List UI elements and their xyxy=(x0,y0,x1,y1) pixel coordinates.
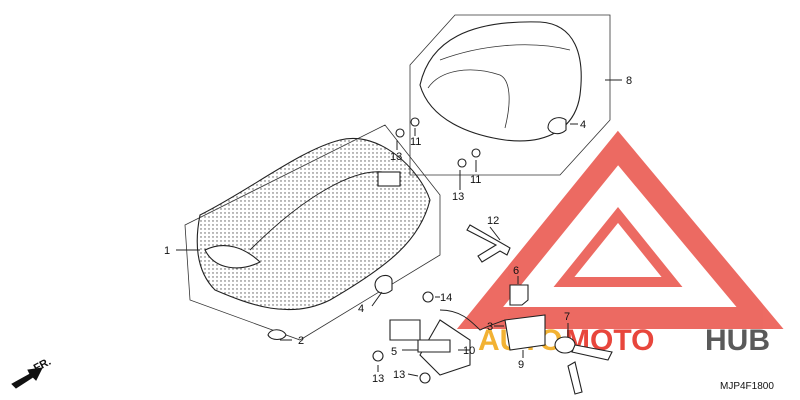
callout-13-left: 13 xyxy=(372,373,384,385)
rear-seat-cowl xyxy=(419,21,582,142)
callout-13-upper: 13 xyxy=(390,151,402,163)
leader-4-seat xyxy=(371,291,383,307)
diagram-code: MJP4F1800 xyxy=(720,381,774,392)
watermark-triangle xyxy=(456,130,784,329)
part-rider-seat xyxy=(184,124,441,341)
callout-4-cowl: 4 xyxy=(580,119,586,131)
cable-3 xyxy=(439,309,506,331)
watermark-text-right: HUB xyxy=(705,324,770,357)
key-blade xyxy=(571,344,613,361)
leader-12 xyxy=(489,226,501,241)
watermark-logo xyxy=(456,130,784,329)
callout-4-seat: 4 xyxy=(358,303,364,315)
lock-plate-9 xyxy=(504,314,546,351)
small-parts xyxy=(372,117,613,395)
callout-11-middle: 11 xyxy=(470,174,481,186)
lock-bracket-6 xyxy=(509,284,529,306)
watermark-inner-triangle xyxy=(553,207,683,287)
catch-bracket xyxy=(389,319,421,341)
bolt-13-lower xyxy=(419,372,431,384)
tool-wrench-12 xyxy=(466,224,511,263)
seat-grab-strap xyxy=(204,245,261,269)
callout-12: 12 xyxy=(487,215,499,227)
callout-13-lower: 13 xyxy=(393,369,405,381)
callout-8: 8 xyxy=(626,75,632,87)
callout-3: 3 xyxy=(487,321,493,333)
callout-2: 2 xyxy=(298,335,304,347)
rear-cowl-damper xyxy=(547,117,567,135)
callout-13-middle: 13 xyxy=(452,191,464,203)
callout-7: 7 xyxy=(564,311,570,323)
leader-13-lower xyxy=(407,373,419,377)
bolt-13-upper xyxy=(395,128,405,138)
leader-lines xyxy=(176,79,622,377)
callout-1: 1 xyxy=(164,245,170,257)
bolt-14 xyxy=(422,291,434,303)
collar-11-middle xyxy=(471,148,481,158)
front-label: FR. xyxy=(32,356,53,375)
front-direction-indicator: FR. xyxy=(11,356,53,389)
callout-10: 10 xyxy=(463,345,475,357)
seat-frame xyxy=(184,124,441,341)
callout-11-upper: 11 xyxy=(410,136,421,148)
seat-tab xyxy=(377,171,401,187)
callout-labels: 1 2 3 4 4 5 6 7 8 9 10 11 11 12 13 13 13… xyxy=(164,75,632,385)
rear-cowl-edge xyxy=(427,69,510,129)
key-blade-2 xyxy=(567,361,583,395)
part-rear-seat-cowl xyxy=(409,14,611,176)
callout-14: 14 xyxy=(440,292,452,304)
rider-seat xyxy=(196,137,431,311)
callout-9: 9 xyxy=(518,359,524,371)
seat-damper xyxy=(374,274,393,294)
callout-6: 6 xyxy=(513,265,519,277)
rear-cowl-contour xyxy=(439,44,571,61)
bolt-13-middle xyxy=(457,158,467,168)
nut-13-left xyxy=(372,350,384,362)
collar-11-upper xyxy=(410,117,420,127)
bracket-5 xyxy=(417,339,451,353)
callout-5: 5 xyxy=(391,346,397,358)
seat-cushion-2 xyxy=(267,329,287,341)
key-cylinder-7 xyxy=(554,336,576,354)
front-arrow-icon xyxy=(11,367,43,389)
